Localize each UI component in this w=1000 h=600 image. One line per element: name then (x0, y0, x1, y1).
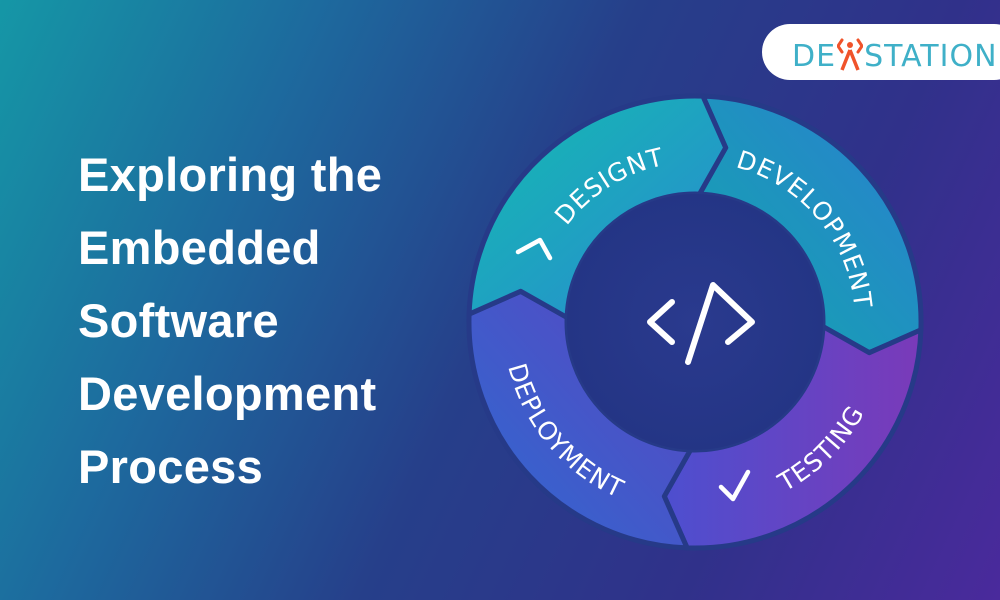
title-line: Embedded (78, 221, 321, 274)
check-icon (718, 469, 751, 502)
person-logo-icon (836, 38, 864, 71)
logo-text-right: STATION (864, 39, 998, 74)
caret-icon (515, 237, 553, 261)
title-line: Process (78, 440, 264, 493)
center-circle (567, 194, 823, 450)
title-line: Software (78, 294, 279, 347)
page-title: Exploring the Embedded Software Developm… (78, 138, 382, 503)
code-icon (647, 282, 755, 365)
logo-text-left: DE (792, 39, 837, 74)
title-line: Exploring the (78, 148, 383, 201)
logo-text: DE STATION (792, 36, 998, 74)
logo-badge: DE STATION (762, 24, 1000, 80)
title-line: Development (78, 367, 377, 420)
